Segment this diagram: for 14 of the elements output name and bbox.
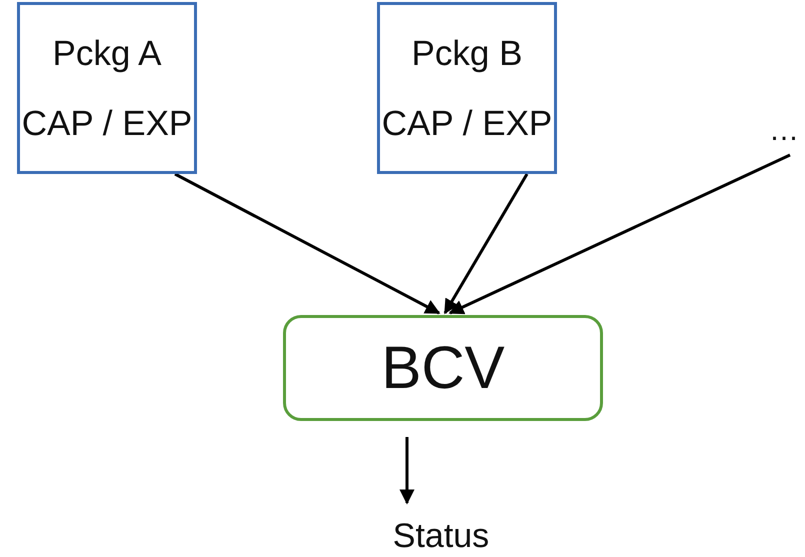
node-text: CAP / EXP bbox=[382, 104, 552, 144]
arrow bbox=[174, 172, 440, 314]
package-box bbox=[377, 2, 557, 174]
package-box bbox=[17, 2, 197, 174]
node-text: CAP / EXP bbox=[22, 104, 192, 144]
arrow bbox=[448, 154, 791, 314]
node-label: … bbox=[769, 114, 799, 146]
arrow bbox=[400, 437, 414, 504]
node-text: Pckg A bbox=[52, 34, 162, 74]
node-text: BCV bbox=[381, 335, 505, 401]
node-text: Pckg B bbox=[412, 34, 522, 74]
node-label: Status bbox=[392, 518, 490, 556]
process-box bbox=[283, 315, 603, 421]
arrow bbox=[444, 173, 528, 314]
